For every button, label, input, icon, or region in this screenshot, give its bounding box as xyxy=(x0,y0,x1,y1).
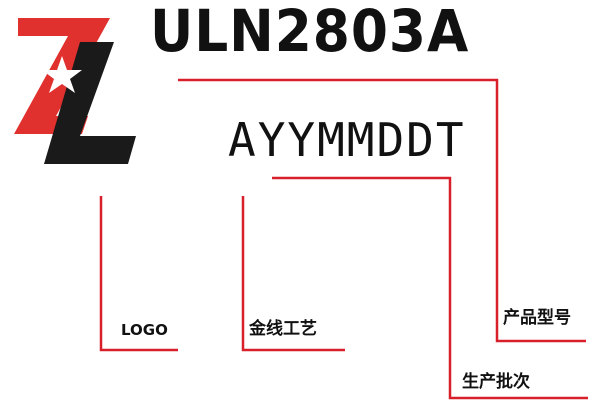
label-wire-process: 金线工艺 xyxy=(249,319,317,339)
label-model: 产品型号 xyxy=(503,308,571,328)
star-icon xyxy=(42,56,82,93)
label-logo: LOGO xyxy=(121,321,168,339)
zl-logo xyxy=(14,18,136,164)
label-batch: 生产批次 xyxy=(462,372,530,392)
batch-code: AYYMMDDT xyxy=(228,113,466,167)
part-number: ULN2803A xyxy=(150,0,470,65)
logo-l-shape xyxy=(44,42,136,164)
leader-batch xyxy=(272,176,588,400)
